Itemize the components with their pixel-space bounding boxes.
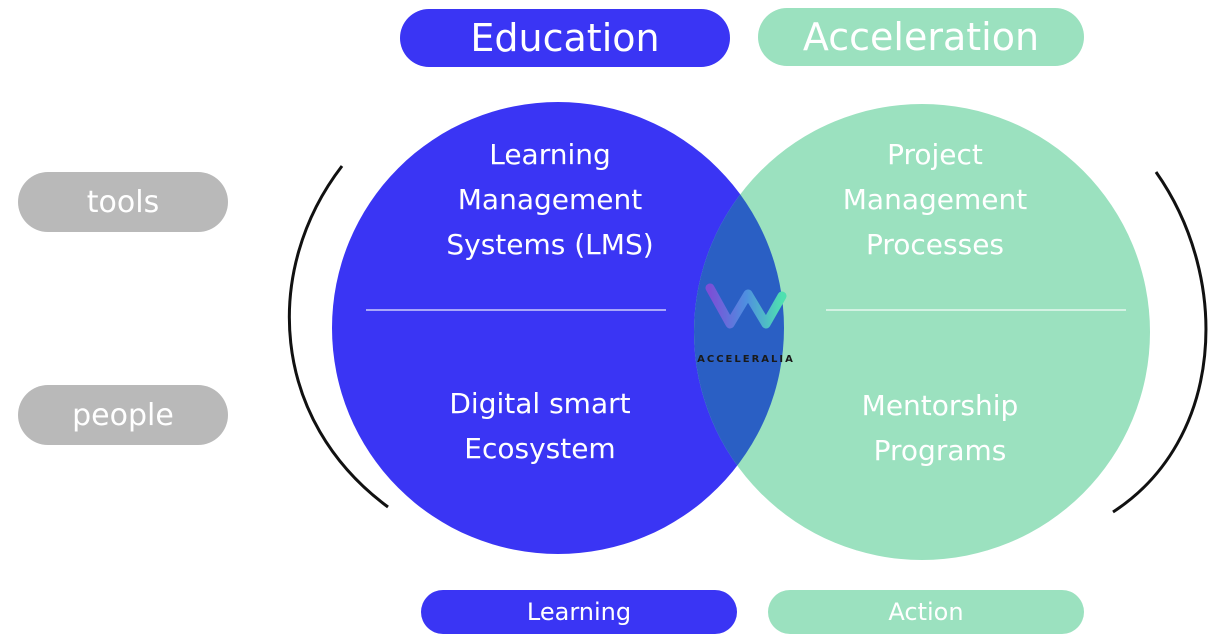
acceleration-people-line: Mentorship xyxy=(861,389,1019,422)
education-tools-text: Learning Management Systems (LMS) xyxy=(390,132,710,267)
acceleration-tools-line: Processes xyxy=(865,228,1005,261)
right-bracket xyxy=(1112,171,1208,514)
acceleration-circle xyxy=(694,104,1150,560)
acceleralia-logo-icon xyxy=(705,283,787,329)
acceleration-people-text: Mentorship Programs xyxy=(790,383,1090,473)
education-circle xyxy=(332,102,784,554)
acceleration-people-line: Programs xyxy=(873,434,1007,467)
left-bracket xyxy=(287,165,389,509)
education-people-line: Digital smart xyxy=(449,387,631,420)
people-row-label: people xyxy=(18,385,228,445)
acceleration-tools-text: Project Management Processes xyxy=(780,132,1090,267)
education-people-text: Digital smart Ecosystem xyxy=(390,381,690,471)
education-people-line: Ecosystem xyxy=(464,432,616,465)
acceleration-header: Acceleration xyxy=(758,8,1084,66)
education-header: Education xyxy=(400,9,730,67)
learning-footer: Learning xyxy=(421,590,737,634)
acceleration-tools-line: Management xyxy=(842,183,1028,216)
education-tools-line: Learning xyxy=(489,138,611,171)
logo-text: ACCELERALIA xyxy=(697,354,795,365)
action-footer: Action xyxy=(768,590,1084,634)
acceleration-tools-line: Project xyxy=(887,138,983,171)
education-tools-line: Management xyxy=(457,183,643,216)
tools-row-label: tools xyxy=(18,172,228,232)
education-tools-line: Systems (LMS) xyxy=(446,228,654,261)
